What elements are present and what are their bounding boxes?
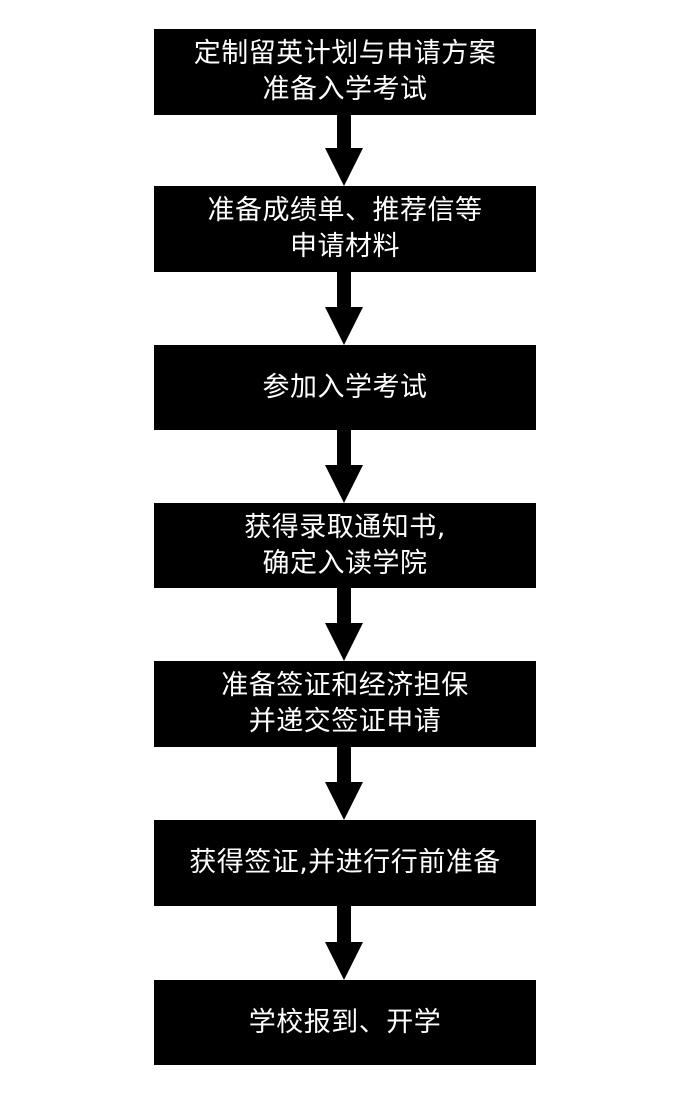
arrow-6-to-7 bbox=[325, 905, 363, 980]
arrow-2-to-3 bbox=[325, 271, 363, 345]
arrow-1-to-2 bbox=[325, 114, 363, 186]
step-3-box: 参加入学考试 bbox=[154, 345, 536, 430]
step-4-line-2: 确定入读学院 bbox=[262, 547, 428, 579]
arrow-3-to-4 bbox=[325, 429, 363, 503]
step-2-box: 准备成绩单、推荐信等 申请材料 bbox=[154, 186, 536, 272]
step-1-line-1: 定制留英计划与申请方案 bbox=[193, 38, 497, 69]
step-5-line-2: 并递交签证申请 bbox=[248, 706, 442, 737]
step-7-box: 学校报到、开学 bbox=[154, 980, 536, 1065]
arrow-4-to-5 bbox=[325, 587, 363, 661]
step-2-line-2: 申请材料 bbox=[290, 231, 400, 262]
step-5-box: 准备签证和经济担保 并递交签证申请 bbox=[154, 661, 536, 747]
arrow-5-to-6 bbox=[325, 746, 363, 820]
step-6-box: 获得签证,并进行行前准备 bbox=[154, 820, 536, 906]
step-7-line-1: 学校报到、开学 bbox=[248, 1006, 442, 1038]
step-5-line-1: 准备签证和经济担保 bbox=[221, 670, 469, 701]
step-1-box: 定制留英计划与申请方案 准备入学考试 bbox=[154, 29, 536, 115]
step-2-line-1: 准备成绩单、推荐信等 bbox=[207, 195, 483, 226]
step-6-line-1: 获得签证,并进行行前准备 bbox=[189, 847, 501, 878]
step-4-line-1: 获得录取通知书, bbox=[244, 511, 446, 543]
step-3-line-1: 参加入学考试 bbox=[262, 371, 428, 403]
step-1-line-2: 准备入学考试 bbox=[262, 74, 428, 105]
step-4-box: 获得录取通知书, 确定入读学院 bbox=[154, 503, 536, 588]
